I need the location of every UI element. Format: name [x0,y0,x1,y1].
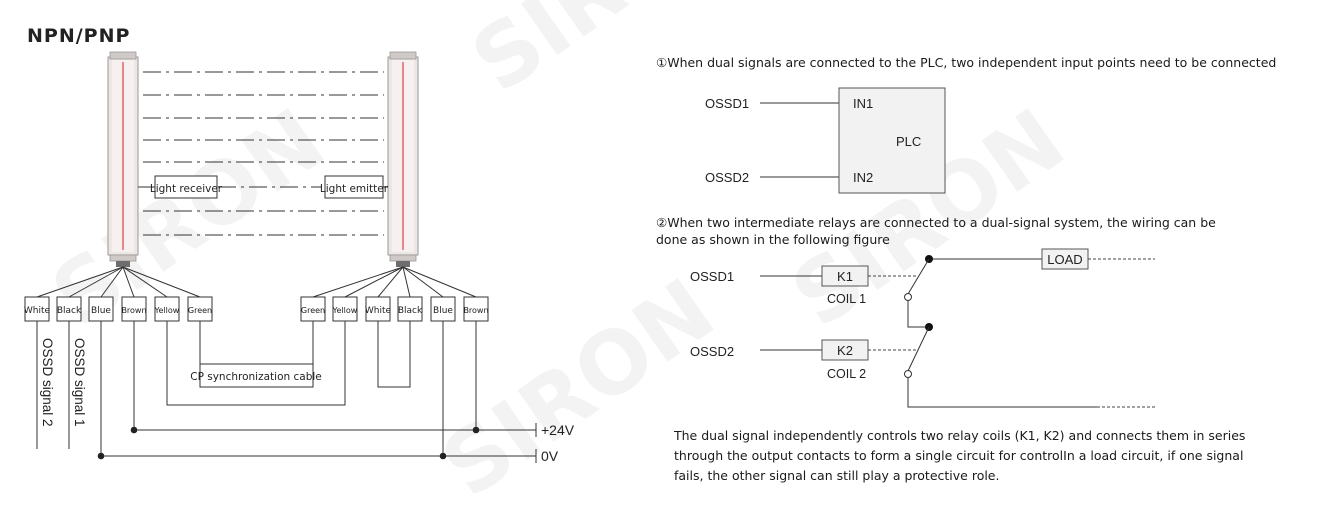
wire-label: White [365,306,392,316]
wire-label: Blue [433,306,453,316]
power-rails: +24V 0V [97,321,575,464]
emitter-label: Light emitter [320,183,389,195]
emitter-white-black-loop [377,321,411,388]
wire-label: White [24,306,51,316]
description-line: The dual signal independently controls t… [673,428,1245,443]
wire-label: Green [188,306,212,315]
wire-label: Brown [121,306,146,315]
light-beams [143,71,384,236]
receiver-label: Light receiver [150,183,223,195]
relay-coil1-label: COIL 1 [827,292,866,306]
relay-heading-line2: done as shown in the following figure [656,232,890,247]
plus-24v-label: +24V [541,422,575,438]
relay-ossd1-label: OSSD1 [690,269,734,284]
sync-cable: CP synchronization cable [166,321,346,406]
light-emitter-bar [387,51,419,267]
wire-box-black [56,296,82,322]
wire-label: Black [57,306,82,316]
wire-label: Blue [91,306,111,316]
emitter-wire-boxes: Green Yellow White Black Blue Brown [300,296,489,322]
plc-diagram: OSSD1 OSSD2 IN1 IN2 PLC [705,87,946,194]
wire-label: Green [301,306,325,315]
relay-coil2-label: COIL 2 [827,367,866,381]
ossd-signal-labels: OSSD signal 2 OSSD signal 1 [36,321,87,449]
wire-box-white [24,296,50,322]
description-line: through the output contacts to form a si… [674,448,1243,463]
plc-heading: ①When dual signals are connected to the … [656,55,1276,70]
relay-diagram: OSSD1 OSSD2 K1 K2 COIL 1 COIL 2 LOAD [690,248,1155,408]
plc-label: PLC [896,134,921,149]
relay-heading-line1: ②When two intermediate relays are connec… [656,215,1216,230]
sync-cable-label: CP synchronization cable [190,371,322,383]
description: The dual signal independently controls t… [673,428,1245,483]
receiver-wire-boxes: White Black Blue Brown Yellow Green [24,296,213,322]
wire-box-green [300,296,326,322]
wire-box-blue [88,296,114,322]
page-title: NPN/PNP [27,25,130,47]
wire-box-white [365,296,391,322]
plc-ossd2-label: OSSD2 [705,170,749,185]
zero-v-label: 0V [541,448,559,464]
emitter-label-box: Light emitter [320,175,389,199]
description-line: fails, the other signal can still play a… [674,468,999,483]
wire-label: Yellow [332,306,358,315]
light-receiver-bar [107,51,139,267]
wire-box-green [187,296,213,322]
plc-in1-label: IN1 [853,96,873,111]
wire-box-yellow [332,296,358,322]
plc-in2-label: IN2 [853,170,873,185]
relay-k2-label: K2 [837,343,853,358]
load-label: LOAD [1047,252,1082,267]
relay-ossd2-label: OSSD2 [690,344,734,359]
wire-label: Black [398,306,423,316]
wire-label: Yellow [154,306,180,315]
relay-k1-label: K1 [837,269,853,284]
ossd-signal-2-label: OSSD signal 2 [40,338,55,427]
wire-label: Brown [463,306,488,315]
plc-box [838,87,946,194]
receiver-label-box: Light receiver [138,175,223,199]
wire-box-brown [121,296,147,322]
emitter-fanout [312,266,477,298]
plc-ossd1-label: OSSD1 [705,96,749,111]
ossd-signal-1-label: OSSD signal 1 [72,338,87,427]
receiver-fanout [36,266,201,298]
